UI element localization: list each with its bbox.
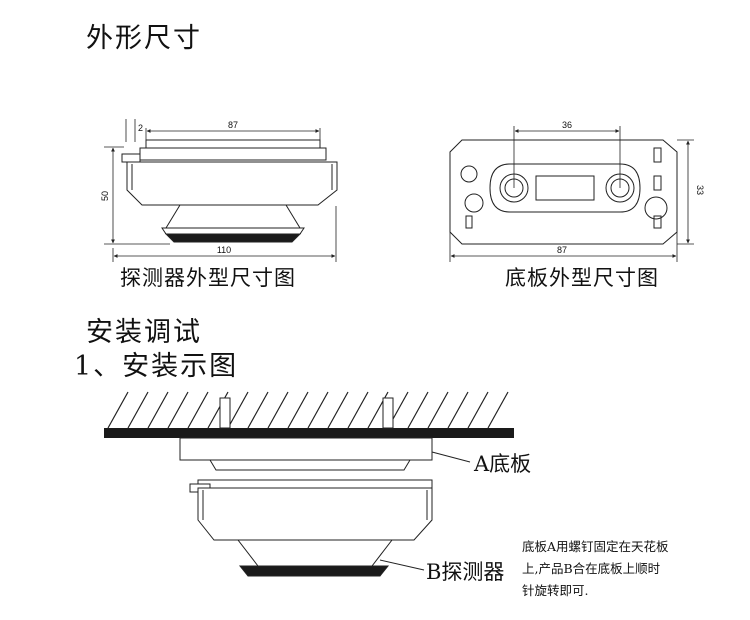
base-dimension-caption: 底板外型尺寸图	[505, 266, 659, 290]
base-plate-view	[449, 139, 678, 245]
label-base-a: A底板	[474, 452, 532, 476]
detector-b	[189, 479, 433, 577]
dim-detector-bottom: 110	[217, 245, 231, 255]
dim-base-height: 33	[695, 185, 705, 195]
ceiling-hatching	[107, 391, 509, 429]
dim-detector-top: 87	[228, 120, 238, 130]
ceiling-slab	[104, 428, 514, 438]
detector-dimensions	[104, 119, 337, 262]
subsection-title-install-diagram: 1、安装示图	[74, 351, 239, 382]
base-plate-a	[179, 437, 433, 471]
dim-detector-height: 50	[100, 191, 110, 201]
section-title-install: 安装调试	[86, 317, 202, 348]
dim-detector-gap: 2	[138, 123, 143, 133]
leader-lines	[379, 451, 471, 571]
section-title-dimensions: 外形尺寸	[86, 23, 202, 54]
label-detector-b: B探测器	[426, 560, 505, 584]
dim-base-holes: 36	[562, 120, 572, 130]
mounting-screws	[219, 397, 394, 429]
base-dimensions	[449, 126, 694, 262]
detector-dimension-caption: 探测器外型尺寸图	[120, 266, 296, 290]
install-note: 底板A用螺钉固定在天花板上,产品B合在底板上顺时针旋转即可.	[522, 539, 669, 598]
detector-side-view	[121, 139, 338, 243]
dim-base-width: 87	[557, 245, 567, 255]
